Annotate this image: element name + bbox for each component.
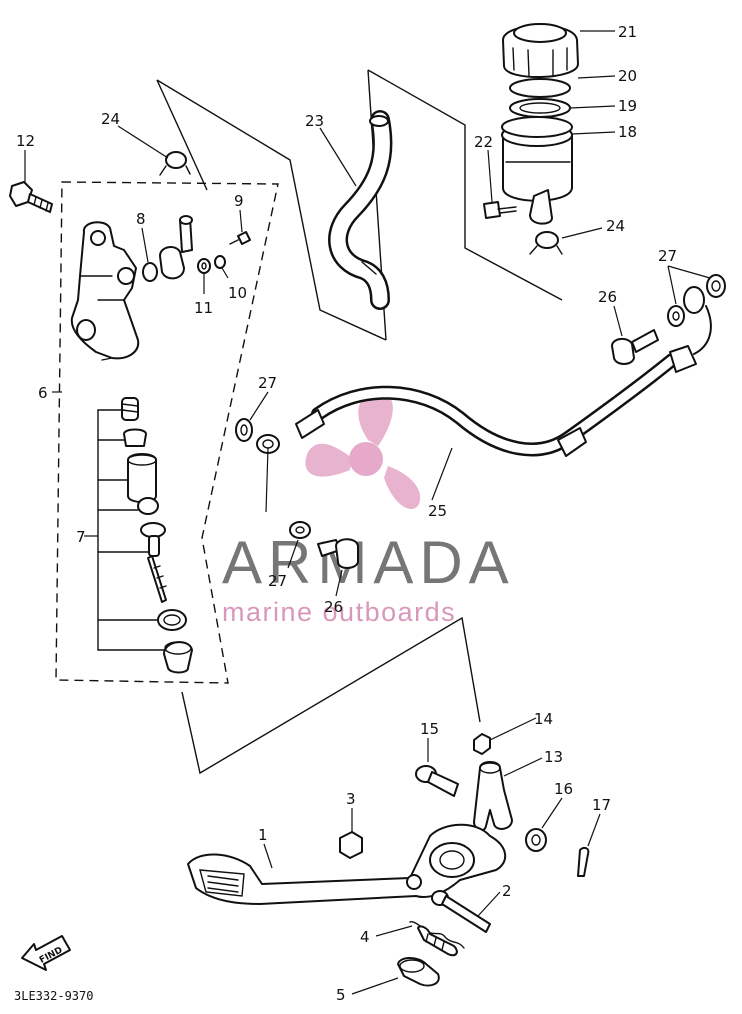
master-cylinder-body-part <box>70 221 140 361</box>
o-ring-11-part <box>197 258 211 274</box>
push-rod-part <box>140 522 167 603</box>
pedal-link-frame <box>181 616 481 775</box>
screw-22-part <box>483 201 517 219</box>
callout-13: 13 <box>544 748 563 766</box>
callouts: 21 20 19 18 22 24 23 24 12 8 9 10 11 6 7… <box>16 23 677 1004</box>
union-bolt-12-part <box>9 181 53 213</box>
callout-2: 2 <box>502 882 512 900</box>
find-arrow-icon: FIND <box>21 935 71 971</box>
callout-27-lower: 27 <box>268 572 287 590</box>
callout-6: 6 <box>38 384 48 402</box>
pin-15-part <box>415 765 459 797</box>
watermark-tagline: marine outboards <box>222 597 456 627</box>
callout-11: 11 <box>194 299 213 317</box>
callout-22: 22 <box>474 133 493 151</box>
callout-16: 16 <box>554 780 573 798</box>
screw-9-part <box>229 231 251 245</box>
washer-27-b-part <box>289 521 311 539</box>
pedal-boot-5-part <box>397 957 440 987</box>
washer-10-part <box>214 255 226 269</box>
callout-26-lower: 26 <box>324 598 343 616</box>
callout-7: 7 <box>76 528 86 546</box>
diaphragm-part <box>509 98 571 118</box>
union-bolt-26-upper-part <box>611 329 659 365</box>
watermark-logo <box>305 391 421 510</box>
master-cylinder-frame <box>55 181 279 684</box>
callout-27-upper-left: 27 <box>258 374 277 392</box>
washer-27-c-part <box>667 305 685 327</box>
spring-part <box>121 397 139 421</box>
callout-17: 17 <box>592 796 611 814</box>
callout-5: 5 <box>336 986 346 1004</box>
hose-joint-part <box>159 215 193 280</box>
callout-24-left: 24 <box>101 110 120 128</box>
cotter-pin-17-part <box>577 846 590 877</box>
callout-12: 12 <box>16 132 35 150</box>
circlip-part <box>157 609 187 631</box>
callout-19: 19 <box>618 97 637 115</box>
leader-lines <box>24 30 711 995</box>
nut-14-part <box>473 733 491 755</box>
callout-18: 18 <box>618 123 637 141</box>
return-spring-4-part <box>409 921 465 957</box>
reservoir-tank-part <box>501 116 573 225</box>
callout-20: 20 <box>618 67 637 85</box>
callout-21: 21 <box>618 23 637 41</box>
piston-part <box>127 453 157 503</box>
reservoir-hose-part <box>328 110 393 310</box>
cup-1-part <box>123 428 147 447</box>
callout-4: 4 <box>360 928 370 946</box>
callout-27-right: 27 <box>658 247 677 265</box>
washer-27-d-part <box>706 274 726 298</box>
drawing-code: 3LE332-9370 <box>14 989 93 1003</box>
brake-hose-part <box>256 286 712 457</box>
callout-15: 15 <box>420 720 439 738</box>
callout-26-upper: 26 <box>598 288 617 306</box>
cup-2-part <box>137 497 159 515</box>
hose-clip-lower-part <box>529 231 563 255</box>
washer-27-a-part <box>235 418 253 442</box>
pivot-bolt-2-part <box>431 890 491 933</box>
boot-part <box>163 641 193 674</box>
piston-kit-bracket <box>97 409 165 651</box>
callout-10: 10 <box>228 284 247 302</box>
callout-14: 14 <box>534 710 553 728</box>
o-ring-8-part <box>142 262 158 282</box>
callout-24-right: 24 <box>606 217 625 235</box>
callout-9: 9 <box>234 192 244 210</box>
reservoir-cap-part <box>502 23 579 79</box>
callout-23: 23 <box>305 112 324 130</box>
watermark-brand: ARMADA <box>222 529 515 596</box>
callout-1: 1 <box>258 826 268 844</box>
clevis-13-part <box>473 761 513 832</box>
washer-16-part <box>525 828 547 852</box>
hose-clip-upper-part <box>159 151 191 176</box>
callout-8: 8 <box>136 210 146 228</box>
nut-3-part <box>339 831 363 859</box>
callout-25: 25 <box>428 502 447 520</box>
brake-pedal-part <box>187 823 506 905</box>
diaphragm-plate-part <box>509 78 571 98</box>
callout-3: 3 <box>346 790 356 808</box>
union-bolt-26-lower-part <box>317 538 359 569</box>
